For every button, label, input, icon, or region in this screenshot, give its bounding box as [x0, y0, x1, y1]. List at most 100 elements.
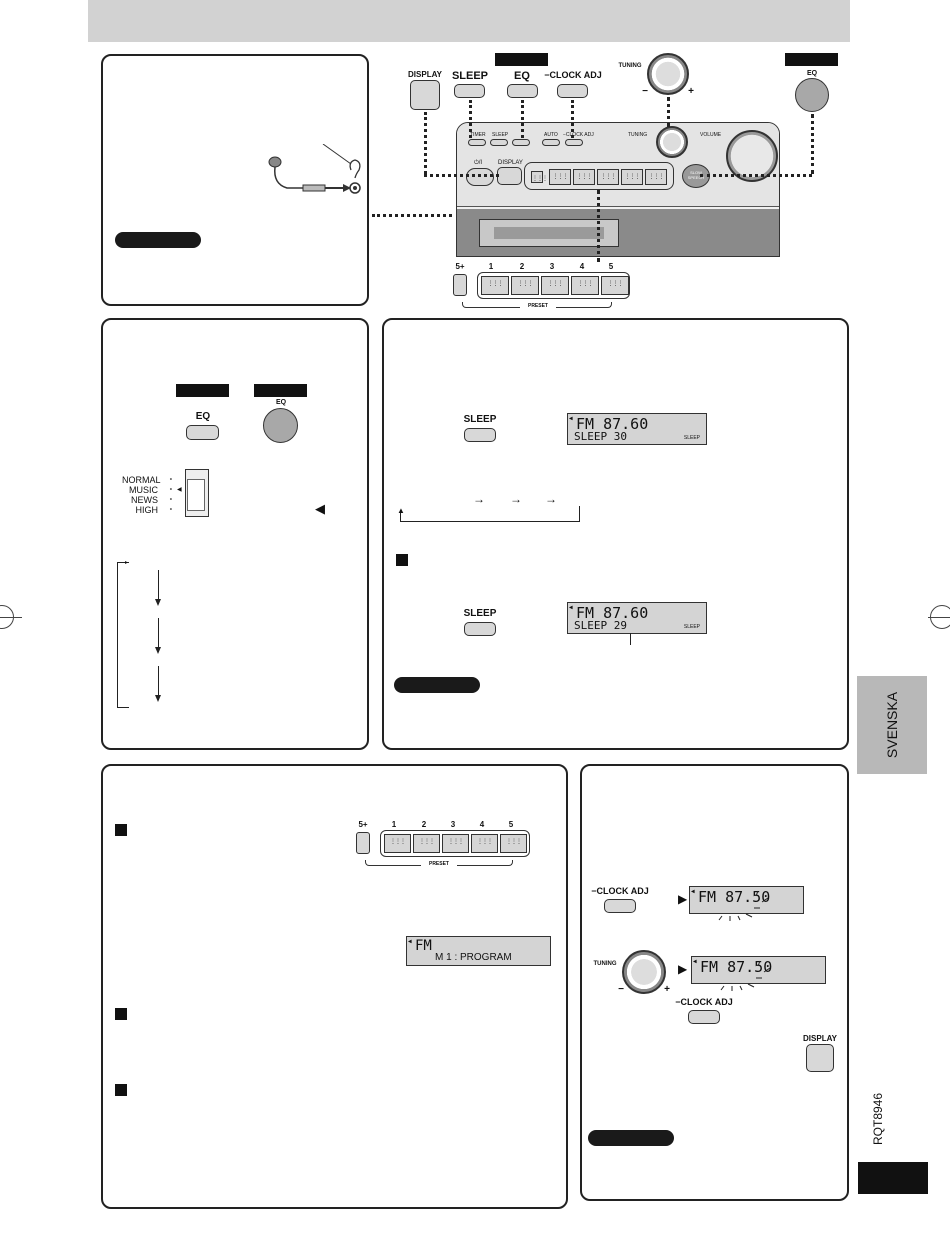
clock-adj-label: −CLOCK ADJ	[544, 70, 602, 80]
sleep-lcd-2-line2: SLEEP 29	[574, 619, 627, 632]
clock-display-label: DISPLAY	[803, 1034, 837, 1043]
eq-remote-button[interactable]	[795, 78, 829, 112]
eq-cycle-arrow-3	[155, 666, 161, 702]
eq-panel-remote-button[interactable]	[263, 408, 298, 443]
preset-plus-button[interactable]	[453, 274, 467, 296]
preset-num-4: 4	[579, 262, 585, 271]
clock-note-pill	[588, 1130, 674, 1146]
sleep-lcd-1-flag: SLEEP	[683, 435, 700, 441]
unit-eq-button[interactable]	[512, 139, 530, 146]
sleep-cycle-arrow-1: →	[473, 492, 485, 506]
leader-display-h	[424, 174, 499, 177]
clock-adj-label-2: −CLOCK ADJ	[675, 997, 733, 1007]
preset-num-5: 5	[608, 262, 614, 271]
tuning-dial[interactable]	[647, 53, 689, 95]
eq-remote-label: EQ	[806, 70, 818, 77]
clock-lcd-1-blink	[718, 890, 769, 921]
preset-key-3[interactable]	[541, 276, 569, 295]
preset-num-1: 1	[488, 262, 494, 271]
sleep-cycle-up: ▲	[397, 506, 405, 515]
preset-lcd-line1: FM	[415, 938, 432, 954]
unit-timer-button[interactable]	[468, 139, 486, 146]
eq-mode-dots: ∘∘∘∘	[169, 477, 173, 513]
sleep-cycle-arrow-3: →	[545, 492, 557, 506]
eq-cycle-arrow-1	[155, 570, 161, 606]
eq-mode-window-inner	[187, 479, 205, 511]
tag-unit	[495, 53, 548, 66]
tuning-plus: +	[688, 86, 694, 97]
crop-circle-left	[0, 605, 14, 629]
preset-panel-plus-button[interactable]	[356, 832, 370, 854]
unit-volume-label: VOLUME	[700, 132, 722, 138]
clock-tuning-plus: +	[664, 984, 670, 995]
preset-panel-key-3[interactable]	[442, 834, 469, 853]
clock-adj-button-1[interactable]	[604, 899, 636, 913]
leader-preset	[597, 190, 600, 262]
sleep-panel: SLEEP ◀ FM 87.60 SLEEP 30 SLEEP ▲ → → → …	[382, 318, 849, 750]
clock-display-button[interactable]	[806, 1044, 834, 1072]
unit-auto-button[interactable]	[542, 139, 560, 146]
preset-key-1[interactable]	[481, 276, 509, 295]
preset-lcd: ◀ FM M 1 : PROGRAM	[406, 936, 551, 966]
sleep-button[interactable]	[454, 84, 485, 98]
sleep-note-pill	[394, 677, 480, 693]
display-label: DISPLAY	[408, 70, 442, 79]
preset-plus-label: 5+	[455, 262, 465, 271]
preset-bullet-1	[115, 824, 127, 836]
sleep-cycle-arrow-2: →	[510, 492, 522, 506]
headphone-icon	[268, 144, 361, 194]
leader-tuning	[667, 97, 670, 127]
language-tab: SVENSKA	[857, 676, 927, 774]
clock-lcd-2: ◀ FM 87.50	[691, 956, 826, 984]
preset-num-3: 3	[549, 262, 555, 271]
preset-panel-key-1[interactable]	[384, 834, 411, 853]
sleep-lcd-1-line1: FM 87.60	[576, 415, 649, 433]
unit-clock-label: −CLOCK ADJ	[563, 132, 594, 138]
clock-arrow-2: ▶	[678, 962, 688, 976]
preset-panel-num-3: 3	[450, 820, 456, 829]
eq-mode-mode-3: HIGH	[135, 505, 159, 515]
unit-tuning-dial[interactable]	[656, 126, 688, 158]
clock-lcd-1-line1: FM 87.50	[698, 888, 771, 906]
clock-tuning-dial[interactable]	[622, 950, 666, 994]
leader-display	[424, 112, 427, 174]
preset-key-5[interactable]	[601, 276, 629, 295]
clock-adj-button-2[interactable]	[688, 1010, 720, 1024]
sleep-lcd-2-pointer	[630, 633, 631, 645]
preset-panel-num-5: 5	[508, 820, 514, 829]
eq-mode-pointer: ◀	[177, 487, 182, 493]
tag-remote	[785, 53, 838, 66]
eq-cycle-head: ▸	[125, 560, 129, 566]
sleep-panel-button-2[interactable]	[464, 622, 496, 636]
preset-panel-key-5[interactable]	[500, 834, 527, 853]
language-tab-label: SVENSKA	[884, 691, 900, 759]
page-number-tab	[858, 1162, 928, 1194]
clock-lcd-2-line1: FM 87.50	[700, 958, 773, 976]
preset-panel-key-2[interactable]	[413, 834, 440, 853]
eq-cycle-loop	[117, 562, 129, 708]
clock-lcd-2-blink	[720, 960, 771, 991]
unit-sleep-button[interactable]	[490, 139, 508, 146]
clock-lcd-1: ◀ FM 87.50	[689, 886, 804, 914]
preset-key-4[interactable]	[571, 276, 599, 295]
sleep-lcd-2-flag: SLEEP	[683, 624, 700, 630]
eq-panel-button[interactable]	[186, 425, 219, 440]
unit-volume-dial[interactable]	[726, 130, 778, 182]
clock-panel: −CLOCK ADJ ▶ ◀ FM 87.50 TUNING − + ▶ ◀ F…	[580, 764, 849, 1201]
unit-display-button[interactable]	[497, 167, 522, 185]
clock-adj-button[interactable]	[557, 84, 588, 98]
eq-button[interactable]	[507, 84, 538, 98]
clock-tuning-label: TUNING	[593, 961, 617, 967]
sleep-cycle-return	[542, 506, 580, 522]
sleep-panel-button-1[interactable]	[464, 428, 496, 442]
eq-label: EQ	[514, 70, 530, 82]
unit-clock-button[interactable]	[565, 139, 583, 146]
preset-key-2[interactable]	[511, 276, 539, 295]
unit-power-button[interactable]	[466, 168, 494, 186]
preset-panel-key-4[interactable]	[471, 834, 498, 853]
eq-mode-mode-0: NORMAL	[122, 475, 161, 485]
preset-caption: PRESET	[520, 303, 556, 309]
preset-panel-plus-label: 5+	[358, 820, 368, 829]
unit-tuning-label: TUNING	[628, 132, 648, 138]
display-button[interactable]	[410, 80, 440, 110]
